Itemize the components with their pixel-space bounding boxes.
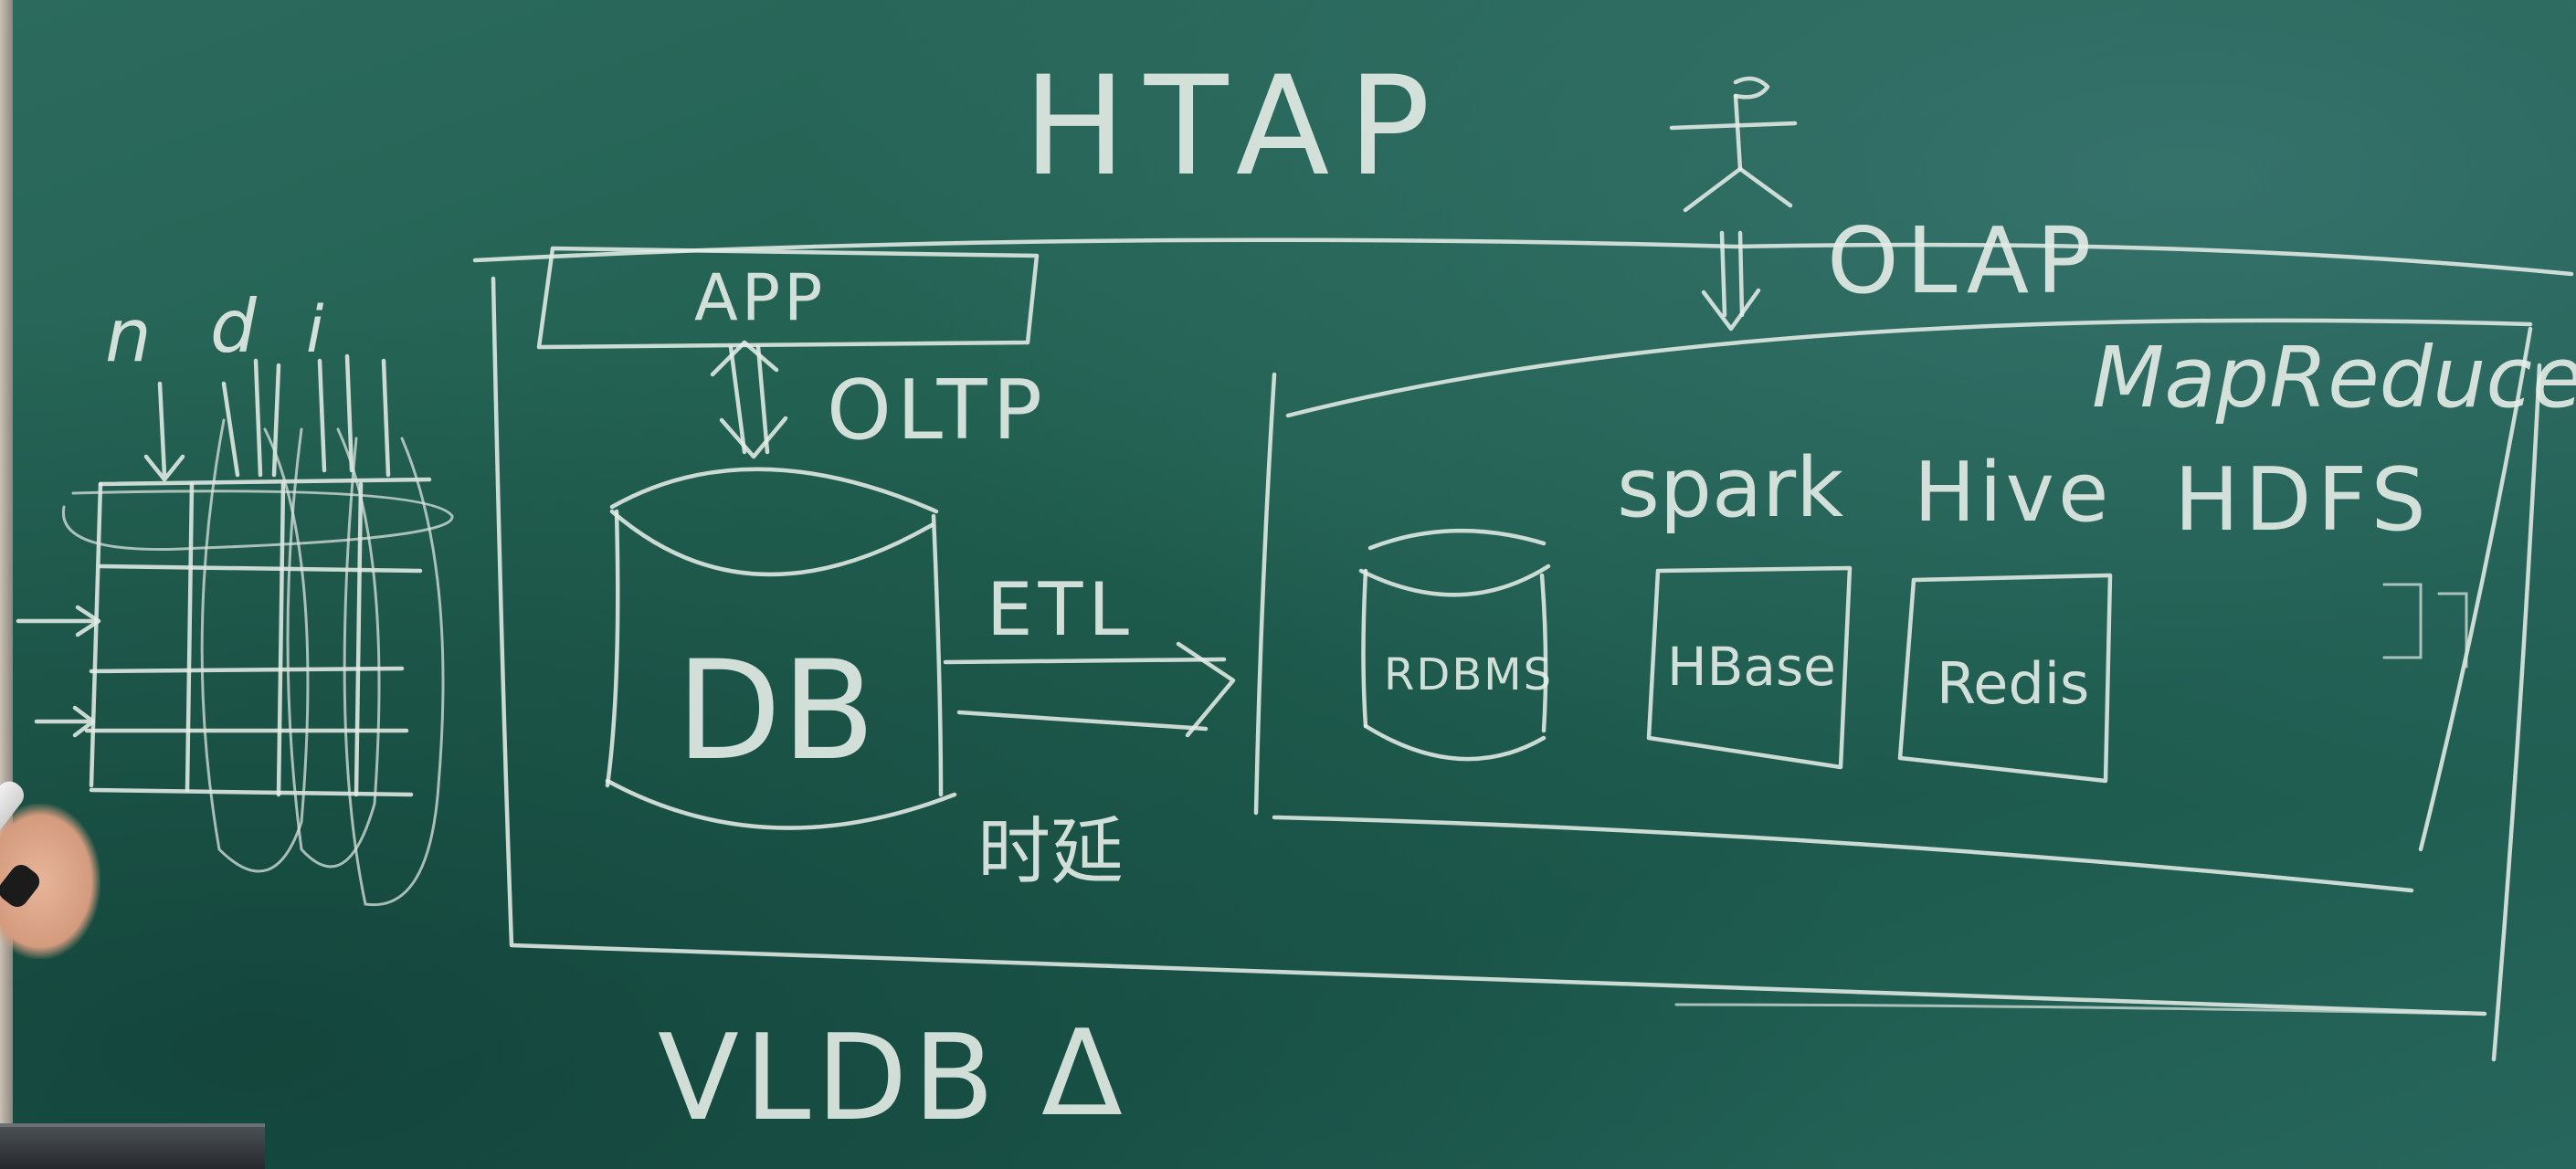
oltp-label: OLTP [827,363,1048,458]
oltp-double-arrow [710,340,788,459]
mapreduce-label: MapReduce [2092,329,2576,427]
hive-label: Hive [1914,445,2112,541]
etl-arrow: ETL 时延 [943,567,1236,894]
redis-label: Redis [1937,650,2089,717]
big-data-box [1253,318,2533,893]
hbase-box: HBase [1646,565,1853,770]
user-stick-figure [1669,76,1798,213]
rdbms-label: RDBMS [1384,649,1553,700]
delta-symbol: Δ [1041,1004,1123,1143]
vldb-label: VLDB [658,1008,1000,1147]
etl-label: ETL [987,567,1135,652]
rdbms-cylinder: RDBMS [1358,528,1553,762]
db-cylinder: DB [605,467,957,830]
htap-outer-box [472,237,2574,1062]
table-grid-sketch: n d i [16,284,454,907]
app-label: APP [694,260,826,335]
title-htap: HTAP [1023,47,1449,206]
col-label-n: n [105,293,152,378]
col-label-d: d [210,284,258,369]
underline-mark [1674,1003,2468,1016]
col-label-i: i [306,292,324,367]
latency-label: 时延 [977,809,1124,894]
spark-label: spark [1617,440,1843,536]
redis-box: Redis [1897,573,2113,784]
db-label: DB [676,632,875,791]
olap-label: OLAP [1827,207,2098,314]
board-eraser [0,1123,265,1169]
app-box: APP [536,246,1040,350]
bracket-mark [2382,583,2468,669]
hdfs-label: HDFS [2174,450,2432,551]
hbase-label: HBase [1667,636,1836,698]
